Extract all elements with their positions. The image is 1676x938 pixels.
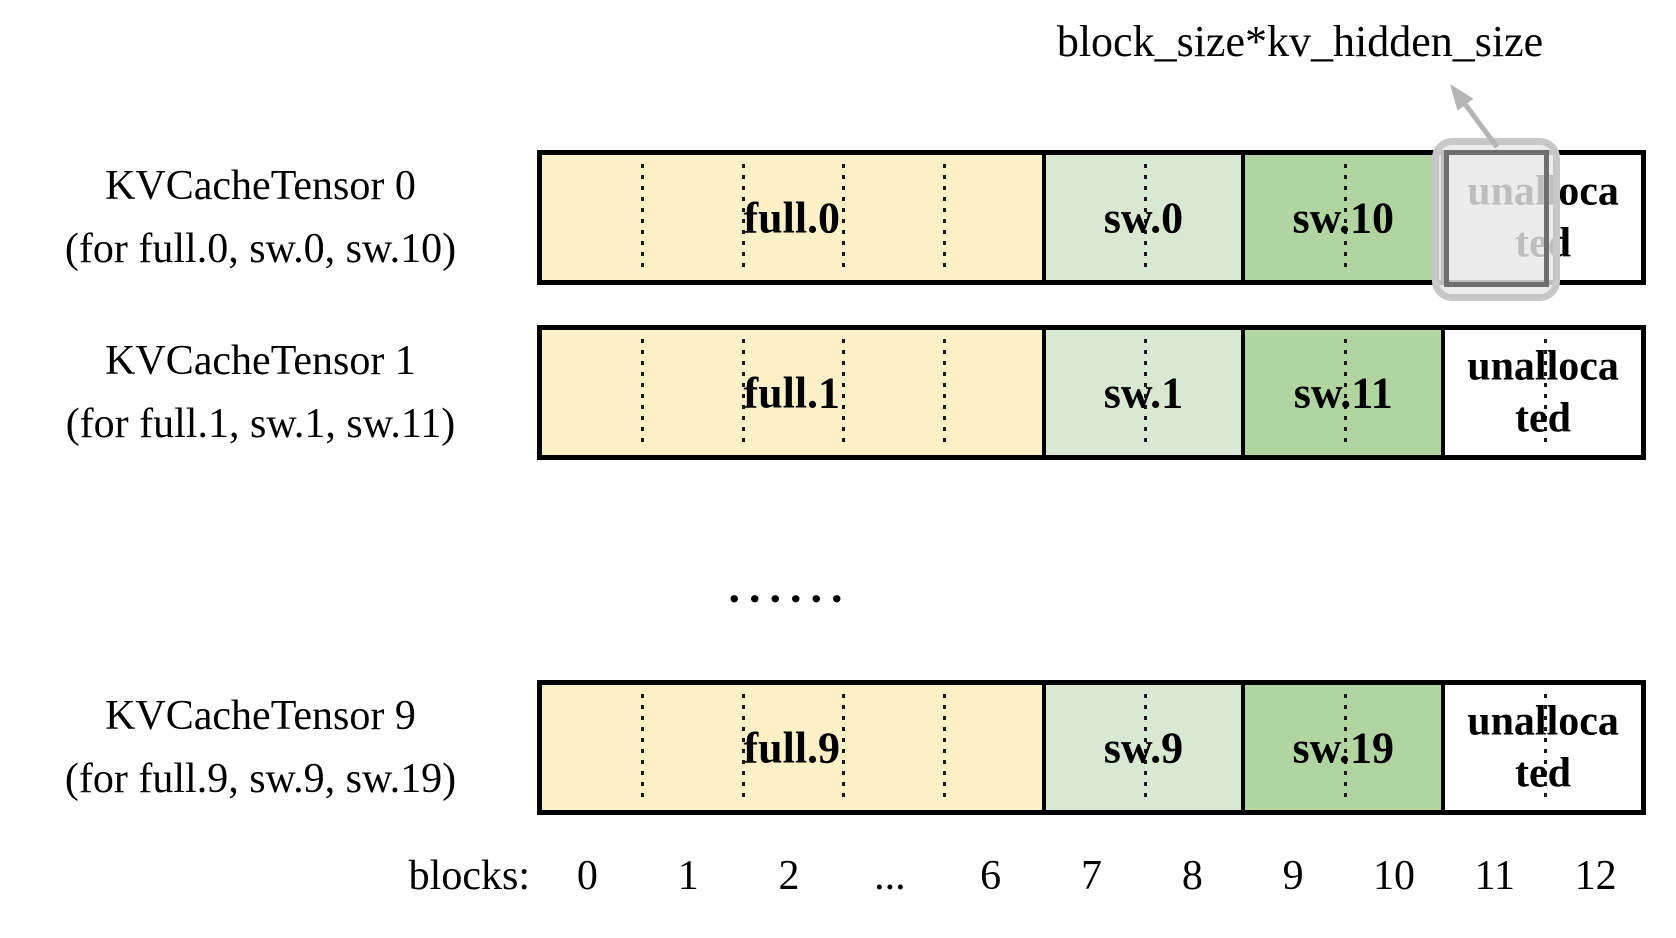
tensor-label-2: KVCacheTensor 9 (for full.9, sw.9, sw.19): [8, 680, 513, 815]
region-label: full.1: [743, 368, 841, 417]
region-full: full.0: [542, 155, 1042, 280]
tensor-name: KVCacheTensor 9: [105, 692, 416, 739]
block-index-tick: 1: [677, 853, 699, 899]
block-divider-dotted: [842, 164, 846, 271]
highlighted-block-overlay: [1432, 138, 1561, 301]
region-sw_dark: sw.19: [1241, 685, 1442, 810]
block-index-tick: 2: [778, 853, 800, 899]
tensor-subtitle: (for full.1, sw.1, sw.11): [65, 400, 456, 447]
block-index-tick: ...: [874, 853, 906, 899]
region-label: sw.1: [1103, 368, 1184, 417]
block-divider-dotted: [1543, 339, 1547, 446]
blocks-axis-label: blocks:: [408, 853, 530, 899]
block-index-tick: 9: [1282, 853, 1304, 899]
region-sw_light: sw.9: [1041, 685, 1242, 810]
tensor-subtitle: (for full.9, sw.9, sw.19): [64, 755, 457, 802]
block-divider-dotted: [640, 694, 644, 801]
region-sw_light: sw.0: [1041, 155, 1242, 280]
tensor-name: KVCacheTensor 1: [105, 337, 416, 384]
block-index-tick: 0: [576, 853, 598, 899]
highlighted-block-outline: [1444, 150, 1550, 287]
block-divider-dotted: [741, 694, 745, 801]
block-divider-dotted: [640, 164, 644, 271]
region-full: full.9: [542, 685, 1042, 810]
block-index-tick: 10: [1372, 853, 1415, 899]
annotation-arrow: [1450, 84, 1500, 149]
block-divider-dotted: [741, 339, 745, 446]
block-divider-dotted: [1144, 339, 1148, 446]
ellipsis-dots: ......: [728, 561, 852, 612]
kv-cache-bar-1: full.1 sw.1 sw.11 unalloca ted: [537, 325, 1646, 460]
block-divider-dotted: [842, 339, 846, 446]
tensor-name: KVCacheTensor 0: [105, 162, 416, 209]
block-divider-dotted: [1344, 694, 1348, 801]
block-divider-dotted: [943, 339, 947, 446]
region-unallocated: unalloca ted: [1441, 330, 1641, 455]
kv-cache-bar-2: full.9 sw.9 sw.19 unalloca ted: [537, 680, 1646, 815]
region-unallocated: unalloca ted: [1441, 685, 1641, 810]
region-label: full.9: [743, 723, 841, 772]
block-divider-dotted: [1543, 694, 1547, 801]
region-label: sw.0: [1103, 193, 1184, 242]
annotation-title: block_size*kv_hidden_size: [1056, 17, 1544, 66]
block-divider-dotted: [943, 164, 947, 271]
block-divider-dotted: [943, 694, 947, 801]
region-sw_light: sw.1: [1041, 330, 1242, 455]
region-full: full.1: [542, 330, 1042, 455]
block-divider-dotted: [1144, 694, 1148, 801]
block-divider-dotted: [842, 694, 846, 801]
region-label: sw.10: [1292, 193, 1394, 242]
tensor-subtitle: (for full.0, sw.0, sw.10): [64, 225, 457, 272]
region-sw_dark: sw.10: [1241, 155, 1442, 280]
region-label: unalloca ted: [1467, 698, 1619, 797]
block-divider-dotted: [741, 164, 745, 271]
block-index-tick: 6: [980, 853, 1002, 899]
block-index-tick: 8: [1181, 853, 1203, 899]
block-divider-dotted: [1144, 164, 1148, 271]
region-label: full.0: [743, 193, 841, 242]
block-divider-dotted: [1344, 164, 1348, 271]
region-label: unalloca ted: [1467, 343, 1619, 442]
block-index-tick: 11: [1474, 853, 1515, 899]
block-index-tick: 7: [1081, 853, 1102, 899]
region-label: sw.11: [1293, 368, 1393, 417]
tensor-label-0: KVCacheTensor 0 (for full.0, sw.0, sw.10): [8, 150, 513, 285]
region-sw_dark: sw.11: [1241, 330, 1442, 455]
block-divider-dotted: [640, 339, 644, 446]
block-divider-dotted: [1344, 339, 1348, 446]
tensor-label-1: KVCacheTensor 1 (for full.1, sw.1, sw.11): [8, 325, 513, 460]
block-index-tick: 12: [1574, 853, 1617, 899]
region-label: sw.19: [1292, 723, 1394, 772]
region-label: sw.9: [1103, 723, 1184, 772]
